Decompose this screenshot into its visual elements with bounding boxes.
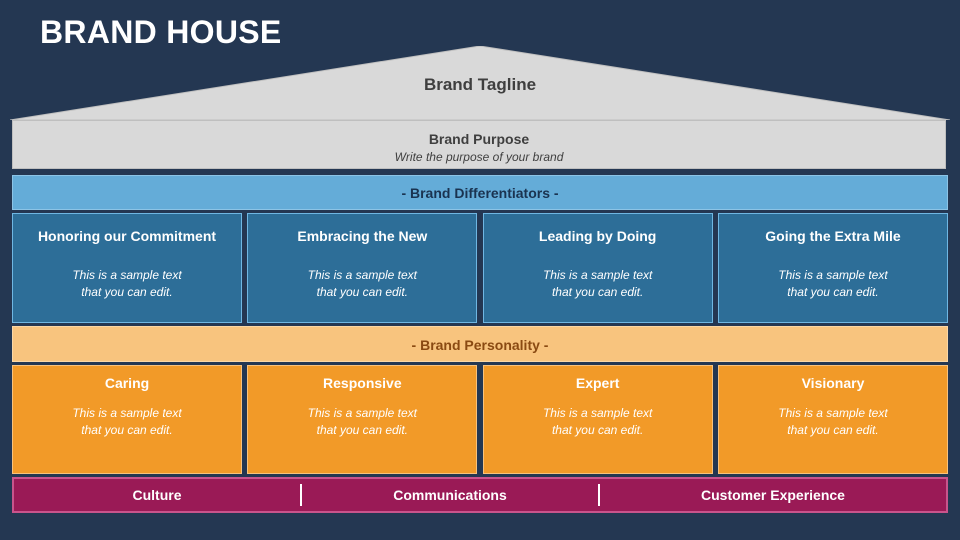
personality-band: - Brand Personality - [12, 326, 948, 362]
foundation-communications: Communications [393, 487, 507, 503]
personality-heading: Expert [575, 375, 620, 391]
foundation-customer-experience: Customer Experience [701, 487, 845, 503]
differentiator-heading: Honoring our Commitment [37, 228, 217, 244]
brand-purpose-box: Brand Purpose Write the purpose of your … [12, 120, 946, 169]
page-title: BRAND HOUSE [40, 14, 282, 50]
brand-purpose-subtext: Write the purpose of your brand [394, 150, 564, 164]
personality-heading: Responsive [323, 375, 402, 391]
differentiator-heading: Going the Extra Mile [765, 228, 901, 244]
brand-tagline: Brand Tagline [423, 75, 537, 94]
foundation-divider [300, 484, 302, 506]
differentiators-band: - Brand Differentiators - [12, 175, 948, 210]
differentiator-heading: Leading by Doing [538, 228, 657, 244]
house-roof [10, 46, 950, 120]
foundation-divider [598, 484, 600, 506]
differentiators-row: Honoring our Commitment This is a sample… [12, 213, 948, 323]
foundation-bar: Culture Communications Customer Experien… [12, 477, 948, 513]
personality-heading: Caring [104, 375, 150, 391]
foundation-culture: Culture [132, 487, 182, 503]
differentiator-card: Going the Extra Mile This is a sample te… [717, 213, 948, 323]
differentiator-card: Honoring our Commitment This is a sample… [12, 213, 242, 323]
personality-heading: Visionary [801, 375, 865, 391]
brand-purpose-heading: Brand Purpose [428, 131, 530, 147]
differentiator-heading: Embracing the New [297, 228, 428, 244]
